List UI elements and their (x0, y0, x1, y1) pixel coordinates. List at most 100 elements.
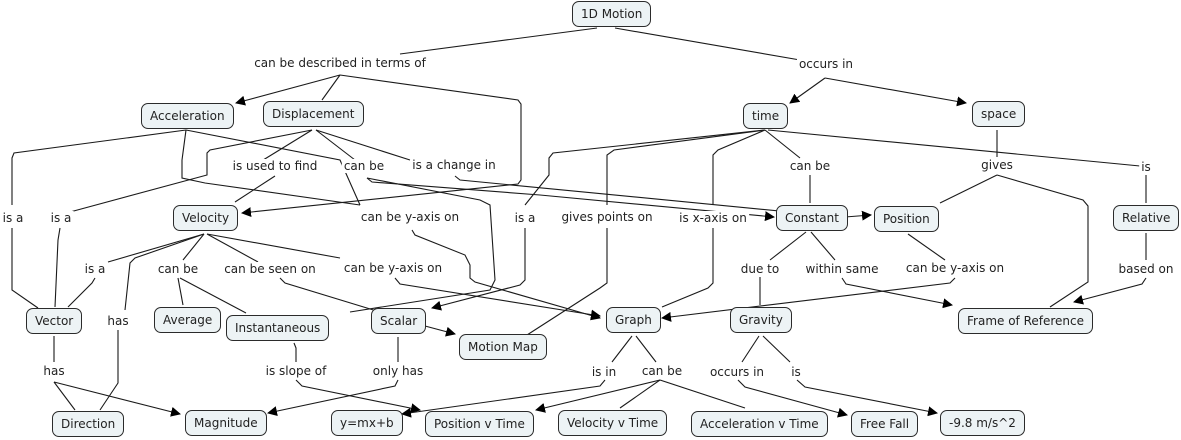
link-time-xaxis (712, 129, 766, 205)
link-position-yaxis (907, 233, 946, 261)
phrase-only-has[interactable]: only has (370, 364, 426, 378)
link-constant-position (844, 210, 872, 221)
phrase-vel-has[interactable]: has (105, 314, 131, 328)
link-described-displacement (321, 74, 341, 101)
link-change-position (454, 175, 801, 214)
phrase-gravity-occurs-in[interactable]: occurs in (707, 365, 767, 379)
phrase-gives[interactable]: gives (979, 158, 1015, 172)
link-gravity-occurs (741, 335, 760, 363)
phrase-vector-has[interactable]: has (41, 364, 67, 378)
phrase-acc-y-axis-on[interactable]: can be y-axis on (358, 210, 462, 224)
link-occurs-freefall (737, 379, 848, 418)
link-velhas-direction (99, 330, 119, 411)
phrase-acc-is-a[interactable]: is a (0, 211, 26, 225)
concept-displacement[interactable]: Displacement (263, 101, 364, 127)
link-disp-canbe (315, 129, 356, 161)
link-vel-canbe (182, 233, 205, 261)
link-vel-seen (206, 233, 259, 263)
phrase-time-is-a[interactable]: is a (512, 211, 538, 225)
phrase-time-can-be[interactable]: can be (787, 159, 833, 173)
concept-1d-motion[interactable]: 1D Motion (572, 1, 652, 27)
phrase-pos-y-axis-on[interactable]: can be y-axis on (903, 261, 1007, 275)
link-vel-yaxis (206, 233, 341, 259)
link-gives-frame (996, 174, 1089, 308)
phrase-disp-can-be[interactable]: can be (341, 159, 387, 173)
link-described-acceleration (235, 74, 341, 106)
phrase-can-be-seen-on[interactable]: can be seen on (222, 262, 318, 276)
link-gravity-is (762, 335, 791, 363)
phrase-graph-can-be[interactable]: can be (639, 364, 685, 378)
link-acc-isa (11, 129, 187, 205)
concept-frame-of-reference[interactable]: Frame of Reference (958, 308, 1094, 334)
link-inst-slope (293, 342, 297, 362)
link-isin-ymxb (401, 379, 606, 418)
phrase-is-a-change-in[interactable]: is a change in (410, 158, 498, 172)
concept-gravity[interactable]: Gravity (730, 307, 792, 333)
concept-ymxb[interactable]: y=mx+b (331, 410, 403, 436)
link-occurs-time (789, 77, 826, 104)
link-occurs-space (824, 77, 967, 107)
link-only-magnitude (267, 379, 399, 417)
phrase-vel-can-be[interactable]: can be (155, 262, 201, 276)
concept-position-v-time[interactable]: Position v Time (425, 411, 534, 437)
link-is-value (796, 379, 938, 417)
concept-free-fall[interactable]: Free Fall (851, 411, 919, 437)
concept-motion-map[interactable]: Motion Map (459, 334, 547, 360)
phrase-is[interactable]: is (1139, 160, 1153, 174)
phrase-disp-is-a[interactable]: is a (48, 211, 74, 225)
concept-average[interactable]: Average (154, 307, 222, 333)
phrase-vel-y-axis-on[interactable]: can be y-axis on (341, 261, 445, 275)
link-canbe-avt (659, 379, 746, 409)
phrase-within-same[interactable]: within same (803, 262, 881, 276)
phrase-is-used-to-find[interactable]: is used to find (230, 159, 320, 173)
phrase-vel-is-a[interactable]: is a (82, 262, 108, 276)
link-based-frame (1073, 277, 1147, 305)
concept-direction[interactable]: Direction (52, 411, 125, 437)
link-time-canbe (764, 129, 801, 159)
concept-gravity-value[interactable]: -9.8 m/s^2 (940, 410, 1025, 436)
link-disp-isa (69, 129, 313, 213)
link-canbe-constant (366, 177, 775, 222)
link-vel-isa (107, 233, 205, 263)
phrase-occurs-in[interactable]: occurs in (796, 57, 856, 71)
link-gives-position (939, 174, 998, 204)
concept-space[interactable]: space (972, 101, 1026, 127)
concept-constant[interactable]: Constant (776, 205, 848, 231)
link-has-magnitude (53, 381, 181, 417)
concept-position[interactable]: Position (874, 206, 939, 232)
concept-velocity-v-time[interactable]: Velocity v Time (558, 410, 668, 436)
link-vel-has (124, 233, 205, 311)
link-accisa-vector (11, 228, 39, 309)
link-dispisa-vector (54, 227, 61, 308)
link-motion-occurs (614, 27, 801, 61)
concept-instantaneous[interactable]: Instantaneous (226, 315, 330, 341)
concept-time[interactable]: time (743, 103, 789, 129)
phrase-due-to[interactable]: due to (738, 262, 782, 276)
phrase-is-slope-of[interactable]: is slope of (263, 364, 329, 378)
link-within-frame (841, 277, 953, 309)
link-velcanbe-average (177, 277, 184, 306)
link-constant-dueto (769, 231, 807, 261)
phrase-described-in-terms-of[interactable]: can be described in terms of (252, 56, 428, 70)
link-described-velocity (241, 74, 522, 218)
link-graph-canbe (635, 335, 657, 363)
phrase-based-on[interactable]: based on (1116, 262, 1176, 276)
link-disp-change (315, 129, 411, 161)
link-timeisa-scalar (431, 228, 526, 311)
concept-scalar[interactable]: Scalar (371, 308, 427, 334)
concept-velocity[interactable]: Velocity (173, 205, 239, 231)
phrase-is-x-axis-on[interactable]: is x-axis on (677, 211, 749, 225)
concept-acceleration[interactable]: Acceleration (141, 103, 234, 129)
link-used-velocity (234, 175, 276, 203)
concept-acceleration-v-time[interactable]: Acceleration v Time (691, 411, 828, 437)
phrase-gravity-is[interactable]: is (789, 365, 803, 379)
link-motion-described (399, 27, 598, 55)
link-canbe-pvt (535, 379, 661, 413)
phrase-is-in[interactable]: is in (589, 365, 619, 379)
concept-relative[interactable]: Relative (1113, 205, 1180, 231)
concept-graph[interactable]: Graph (606, 307, 661, 333)
concept-vector[interactable]: Vector (26, 308, 83, 334)
phrase-gives-points-on[interactable]: gives points on (559, 210, 655, 224)
concept-magnitude[interactable]: Magnitude (185, 410, 267, 436)
